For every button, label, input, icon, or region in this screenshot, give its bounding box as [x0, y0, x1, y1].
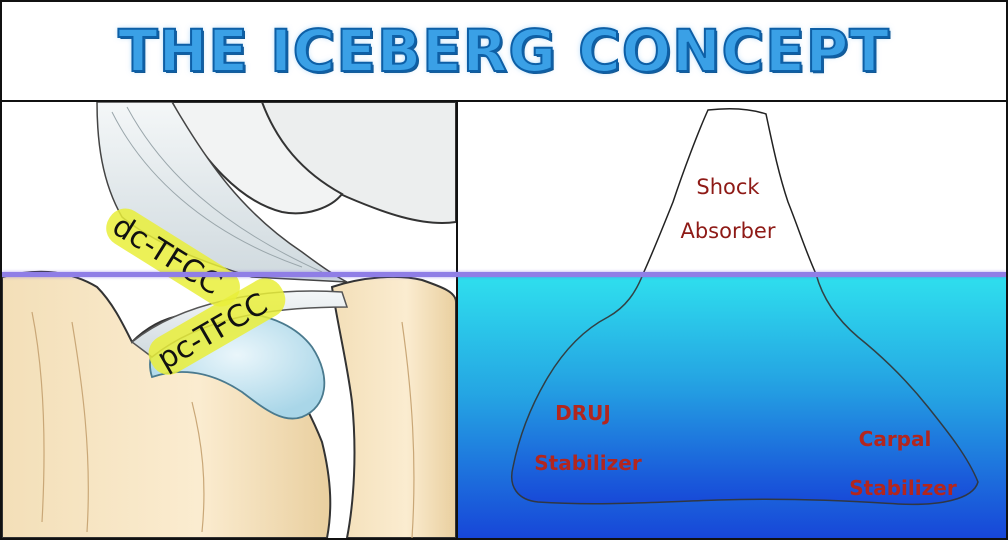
absorber-label: Absorber: [680, 219, 775, 243]
wrist-illustration: dc-TFCC pc-TFCC: [2, 102, 456, 538]
shock-label: Shock: [696, 175, 760, 199]
carpal-stabilizer-label: Stabilizer: [849, 476, 957, 500]
title-bar: THE ICEBERG CONCEPT: [2, 2, 1006, 102]
waterline: [2, 272, 1006, 277]
carpal-label: Carpal: [859, 427, 932, 451]
anatomy-panel: dc-TFCC pc-TFCC: [2, 102, 458, 538]
druj-stabilizer-label: Stabilizer: [534, 451, 642, 475]
iceberg-illustration: Shock Absorber DRUJ Stabilizer Carpal St…: [458, 102, 1006, 538]
ulna-bone: [332, 277, 456, 538]
druj-label: DRUJ: [555, 401, 611, 425]
iceberg-panel: Shock Absorber DRUJ Stabilizer Carpal St…: [458, 102, 1006, 538]
figure-title: THE ICEBERG CONCEPT: [118, 17, 890, 85]
